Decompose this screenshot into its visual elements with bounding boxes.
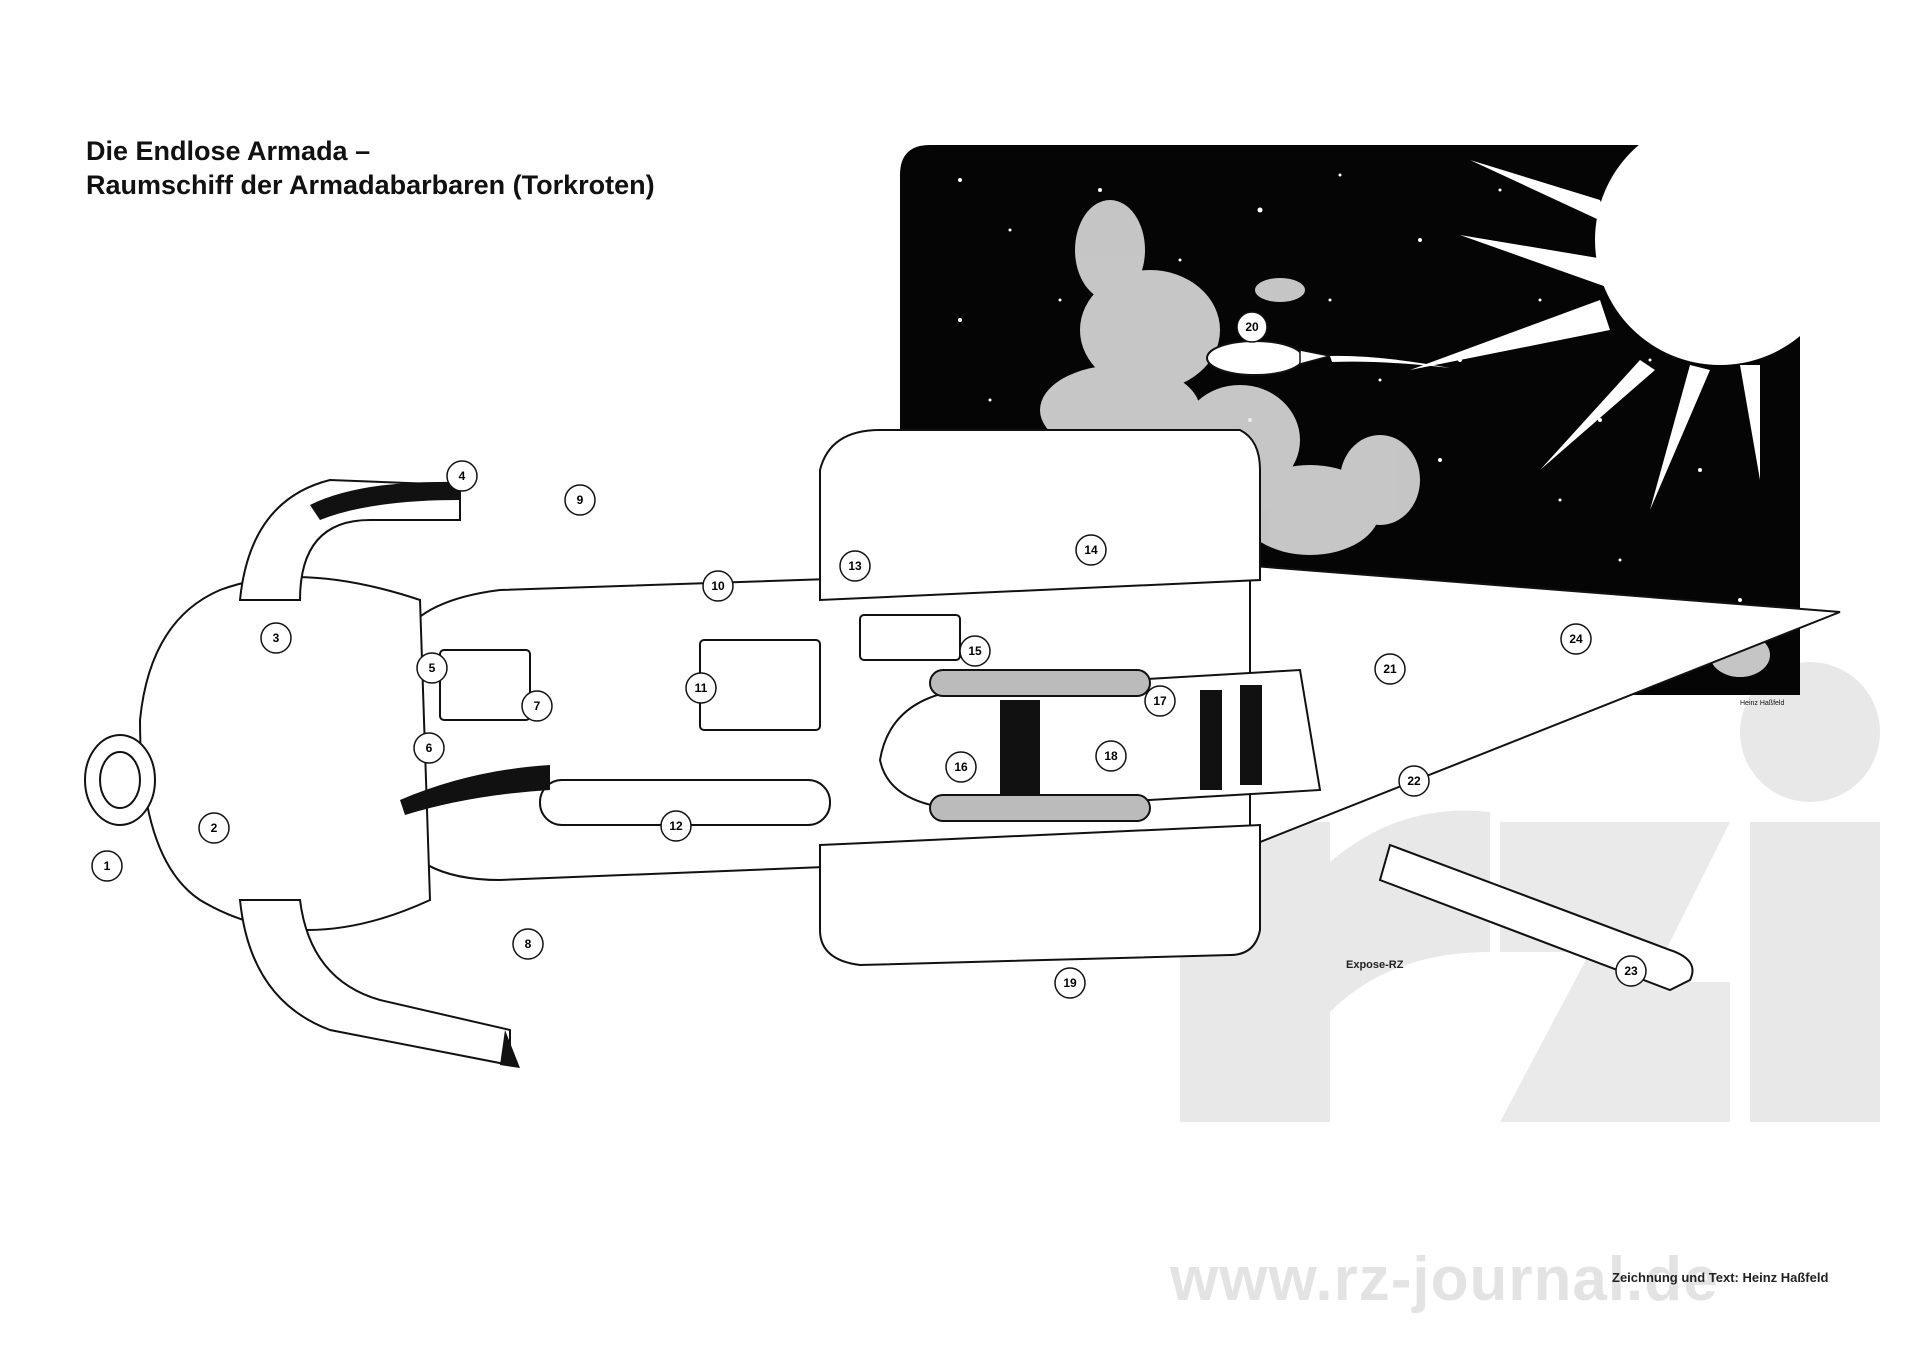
callout-circle <box>1095 740 1127 772</box>
callout-circle <box>416 652 448 684</box>
callout-number: 23 <box>1624 964 1638 978</box>
callout-number: 16 <box>954 760 968 774</box>
callout-circle <box>198 812 230 844</box>
callout-circle <box>91 850 123 882</box>
callout-number: 10 <box>711 579 725 593</box>
callout-number: 14 <box>1084 543 1098 557</box>
callout-number: 24 <box>1569 632 1583 646</box>
title-line-1: Die Endlose Armada – <box>86 136 371 166</box>
callout-circle <box>959 635 991 667</box>
callout-number: 15 <box>968 644 982 658</box>
callout-number: 7 <box>534 699 541 713</box>
callout-number: 4 <box>459 469 466 483</box>
callout-number: 8 <box>525 937 532 951</box>
callout-circle <box>945 751 977 783</box>
sun <box>1410 115 1845 510</box>
callout-circle <box>413 732 445 764</box>
callout-number: 5 <box>429 661 436 675</box>
callout-number: 6 <box>426 741 433 755</box>
hull-accents <box>310 481 1262 1068</box>
callout-circle <box>839 550 871 582</box>
callout-number: 21 <box>1383 662 1397 676</box>
callout-circle <box>1374 653 1406 685</box>
callout-number: 13 <box>848 559 862 573</box>
callout-circle <box>512 928 544 960</box>
callout-circle <box>521 690 553 722</box>
title-line-2: Raumschiff der Armadabarbaren (Torkroten… <box>86 170 655 200</box>
page-title: Die Endlose Armada – Raumschiff der Arma… <box>86 134 655 202</box>
callout-circle <box>660 810 692 842</box>
callout-number: 11 <box>695 681 708 695</box>
callout-number: 2 <box>211 821 218 835</box>
callout-circle <box>564 484 596 516</box>
small-ship <box>1206 340 1450 376</box>
callout-circle <box>1075 534 1107 566</box>
callout-number: 12 <box>669 819 683 833</box>
watermark-url: www.rz-journal.de <box>1170 1245 1719 1314</box>
expose-label: Expose-RZ <box>1346 959 1404 971</box>
callout-number: 1 <box>104 859 111 873</box>
callout-circle <box>685 672 717 704</box>
callout-number: 20 <box>1245 320 1259 334</box>
callout-circle <box>1615 955 1647 987</box>
callout-number: 3 <box>273 631 280 645</box>
callout-circle <box>1144 685 1176 717</box>
callout-circle <box>1560 623 1592 655</box>
artist-signature: Heinz Haßfeld <box>1740 700 1784 707</box>
callout-number: 18 <box>1104 749 1118 763</box>
callout-circle <box>1054 967 1086 999</box>
callout-circle <box>446 460 478 492</box>
callout-number: 9 <box>577 493 584 507</box>
credit-line: Zeichnung und Text: Heinz Haßfeld <box>1612 1270 1829 1285</box>
callout-circle <box>702 570 734 602</box>
callout-circle <box>1398 765 1430 797</box>
callout-circle <box>260 622 292 654</box>
callout-number: 22 <box>1407 774 1421 788</box>
callout-number: 17 <box>1153 694 1167 708</box>
callout-number: 19 <box>1063 976 1077 990</box>
hull-windows <box>439 614 1151 826</box>
callout-circle <box>1236 311 1268 343</box>
